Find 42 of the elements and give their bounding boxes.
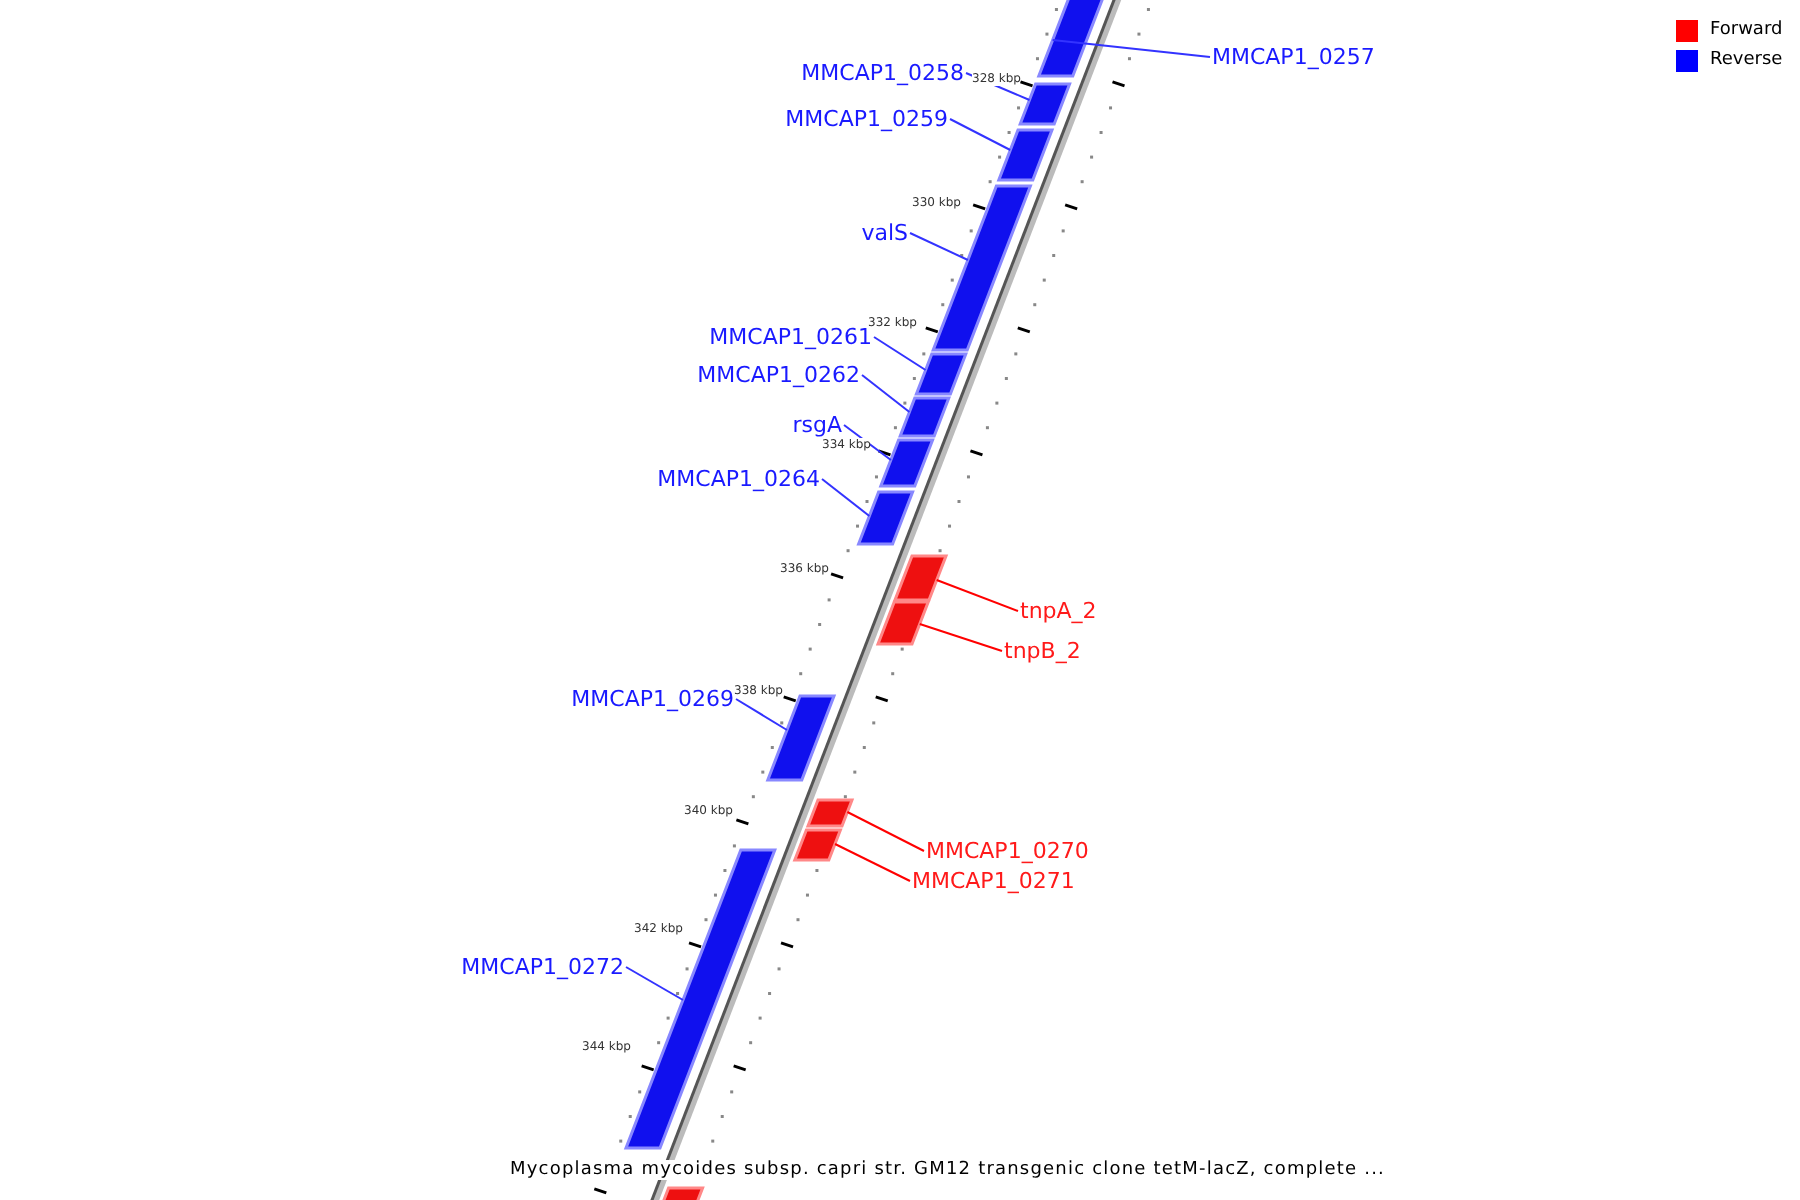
legend-label: Forward bbox=[1710, 20, 1783, 42]
leader-line bbox=[861, 374, 911, 413]
leader-line bbox=[735, 698, 788, 731]
legend-label: Reverse bbox=[1710, 50, 1783, 72]
gene-label: MMCAP1_0257 bbox=[1212, 44, 1375, 70]
leader-line bbox=[909, 232, 969, 261]
gene-block bbox=[765, 694, 837, 782]
gene-label: tnpA_2 bbox=[1020, 598, 1097, 624]
gene-label: MMCAP1_0264 bbox=[657, 466, 820, 492]
gene-block bbox=[875, 600, 931, 646]
leader-line bbox=[949, 118, 1012, 151]
gene-label: MMCAP1_0258 bbox=[801, 60, 964, 86]
caption: Mycoplasma mycoides subsp. capri str. GM12 transgenic clone tetM-lacZ, complete ... bbox=[510, 1160, 1385, 1180]
gene-label: MMCAP1_0269 bbox=[571, 686, 734, 712]
gene-block bbox=[996, 128, 1055, 182]
leader-line bbox=[846, 811, 925, 852]
gene-label: MMCAP1_0259 bbox=[785, 106, 948, 132]
gene-block bbox=[856, 490, 915, 546]
gene-block bbox=[892, 554, 949, 602]
leader-line bbox=[1051, 39, 1211, 58]
gene-label: tnpB_2 bbox=[1004, 638, 1081, 664]
leader-line bbox=[625, 966, 684, 1001]
gene-block bbox=[878, 438, 935, 488]
gene-label: MMCAP1_0261 bbox=[709, 324, 872, 350]
leader-line bbox=[918, 623, 1003, 652]
gene-label: valS bbox=[861, 220, 908, 246]
leader-line bbox=[834, 843, 911, 882]
gene-label: MMCAP1_0270 bbox=[926, 838, 1089, 864]
gene-label: MMCAP1_0262 bbox=[697, 362, 860, 388]
gene-label: MMCAP1_0271 bbox=[912, 868, 1075, 894]
leader-line bbox=[821, 478, 871, 517]
leader-line bbox=[873, 336, 927, 371]
gene-label: rsgA bbox=[792, 412, 842, 438]
gene-label: MMCAP1_0272 bbox=[461, 954, 624, 980]
leader-line bbox=[935, 579, 1019, 612]
gene-block bbox=[931, 184, 1033, 352]
gene-block bbox=[1018, 82, 1072, 126]
gene-block bbox=[914, 352, 968, 396]
leader-line bbox=[843, 424, 892, 461]
gene-block bbox=[792, 828, 843, 862]
gene-block bbox=[898, 396, 951, 438]
gene-block bbox=[805, 798, 855, 828]
